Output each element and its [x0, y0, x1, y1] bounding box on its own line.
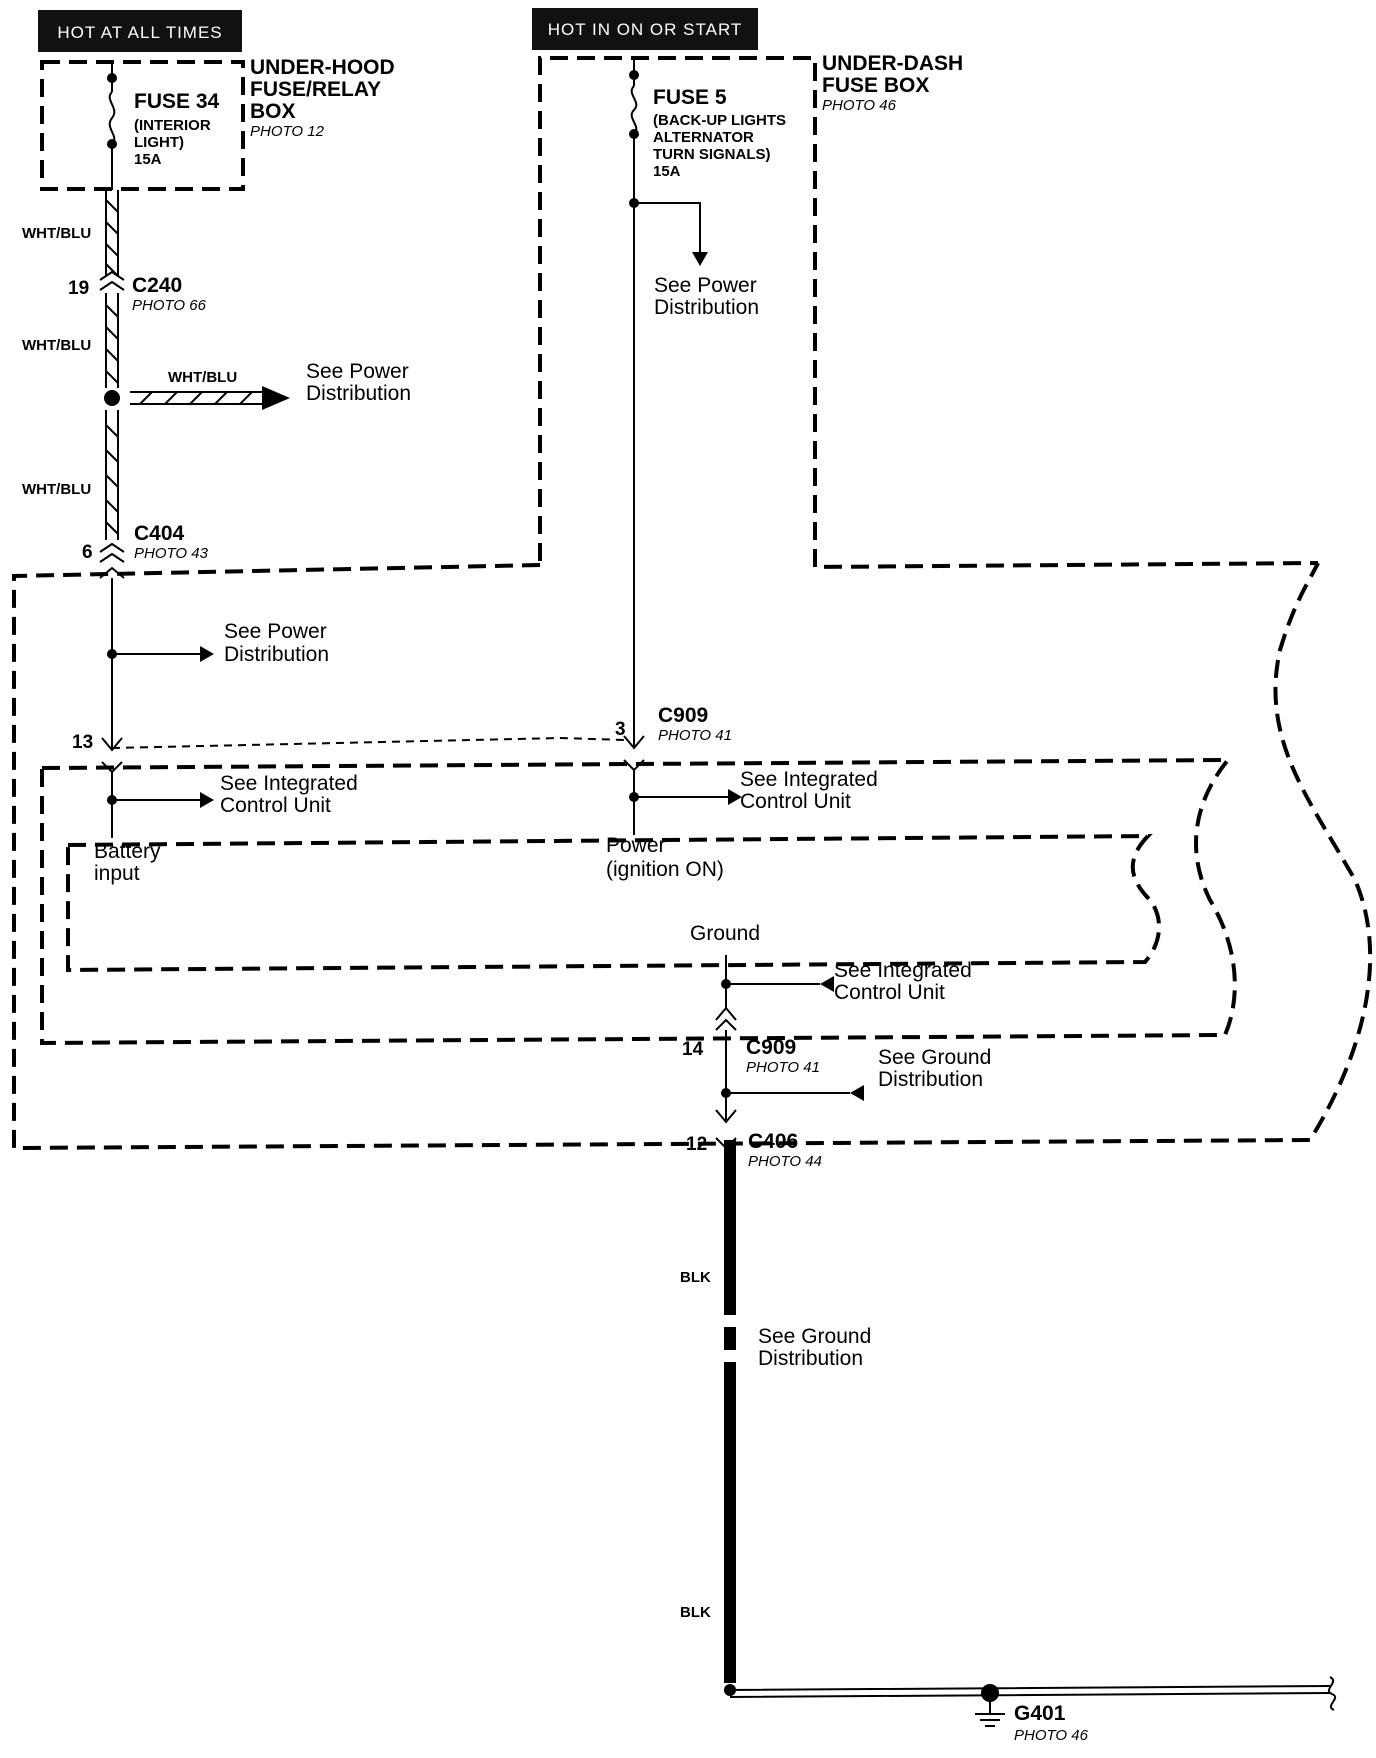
underhood-title-3: BOX: [250, 100, 296, 123]
c240-connector-symbol: [99, 270, 125, 291]
ground-bus: [729, 1685, 1331, 1698]
ref-icu-2-l2: Control Unit: [740, 790, 851, 813]
ref-power-dist-2-l1: See Power: [224, 620, 327, 643]
c909-top-name: C909: [658, 704, 708, 727]
arrow-to-icu-2: [728, 789, 742, 805]
ref-icu-1-l2: Control Unit: [220, 794, 331, 817]
wht-blu-wire-1: [105, 190, 119, 277]
c240-name: C240: [132, 274, 182, 297]
ref-ground-dist-1-l2: Distribution: [878, 1068, 983, 1091]
c404-name: C404: [134, 522, 185, 545]
icu-power-l1: Power: [606, 834, 666, 857]
fuse34-desc-2: LIGHT): [134, 134, 184, 151]
wht-blu-branch-wire: [130, 391, 262, 405]
wire-label-wht-blu-2: WHT/BLU: [22, 337, 91, 354]
g401-name: G401: [1014, 1702, 1066, 1725]
fuse5-desc-1: (BACK-UP LIGHTS: [653, 112, 786, 129]
c909-pin-13: 13: [72, 732, 93, 753]
fuse5-name: FUSE 5: [653, 86, 727, 109]
ground-bus-break: [1327, 1676, 1337, 1711]
wht-blu-wire-2: [105, 293, 119, 388]
ref-ground-dist-2-l1: See Ground: [758, 1325, 871, 1348]
g401-photo: PHOTO 46: [1014, 1727, 1089, 1744]
ref-icu-2-l1: See Integrated: [740, 768, 878, 791]
arrow-from-icu-ground: [820, 976, 834, 992]
underhood-title-2: FUSE/RELAY: [250, 78, 381, 101]
underdash-fuse-box-outline-lower: [12, 562, 1373, 1151]
c406-arrow: [715, 1109, 737, 1124]
wht-blu-wire-3: [105, 410, 119, 540]
c909-connector-link: [111, 736, 626, 749]
c406-pin: 12: [686, 1134, 707, 1155]
wire-label-wht-blu-3: WHT/BLU: [168, 369, 237, 386]
fuse34-symbol: [108, 91, 116, 145]
arrow-to-power-distribution-1: [262, 386, 290, 410]
c404-connector-symbol: [99, 542, 125, 563]
icu-power-l2: (ignition ON): [606, 858, 724, 881]
fuse34-desc-1: (INTERIOR: [134, 117, 211, 134]
ref-power-dist-3-l2: Distribution: [654, 296, 759, 319]
header-hot-in-on-or-start: HOT IN ON OR START: [532, 8, 758, 50]
ref-power-dist-2-l2: Distribution: [224, 643, 329, 666]
c909-bottom-photo: PHOTO 41: [746, 1059, 820, 1076]
ref-ground-dist-2-l2: Distribution: [758, 1347, 863, 1370]
header-hot-at-all-times: HOT AT ALL TIMES: [38, 10, 242, 52]
c909-pin14-connector: [715, 1006, 737, 1021]
ref-icu-3-l2: Control Unit: [834, 981, 945, 1004]
c406-name: C406: [748, 1130, 798, 1153]
underdash-title-1: UNDER-DASH: [822, 52, 963, 75]
c404-photo: PHOTO 43: [134, 545, 209, 562]
c406-photo: PHOTO 44: [748, 1153, 822, 1170]
fuse34-name: FUSE 34: [134, 90, 220, 113]
arrow-from-ground-distribution: [850, 1085, 864, 1101]
underdash-title-2: FUSE BOX: [822, 74, 929, 97]
integrated-control-unit-outline: [40, 757, 1237, 1046]
c404-female-symbol: [99, 566, 125, 579]
c404-pin: 6: [82, 542, 93, 563]
splice-point-wht-blu: [104, 390, 120, 406]
arrow-to-power-distribution-2: [200, 646, 214, 662]
wire-label-wht-blu-4: WHT/BLU: [22, 481, 91, 498]
fuse34-rating: 15A: [134, 151, 162, 168]
c240-pin: 19: [68, 278, 89, 299]
icu-battery-input-l1: Battery: [94, 840, 161, 863]
ref-power-dist-3-l1: See Power: [654, 274, 757, 297]
c909-pin3-arrow: [623, 735, 645, 750]
fuse5-desc-2: ALTERNATOR: [653, 129, 754, 146]
ref-icu-3-l1: See Integrated: [834, 959, 972, 982]
ref-power-dist-1-l1: See Power: [306, 360, 409, 383]
g401-ground-symbol: [975, 1684, 1005, 1727]
header-hot-in-on-or-start-label: HOT IN ON OR START: [548, 20, 743, 39]
arrow-to-power-distribution-3: [692, 252, 708, 266]
c240-photo: PHOTO 66: [132, 297, 207, 314]
fuse5-rating: 15A: [653, 163, 681, 180]
icu-ground: Ground: [690, 922, 760, 945]
fuse34-terminal-top: [107, 73, 117, 83]
underdash-photo: PHOTO 46: [822, 97, 897, 114]
underhood-photo: PHOTO 12: [250, 123, 325, 140]
fuse5-symbol: [630, 85, 638, 135]
c909-top-photo: PHOTO 41: [658, 727, 732, 744]
c909-pin-14: 14: [682, 1039, 704, 1060]
wire-label-blk-2: BLK: [680, 1604, 711, 1621]
ref-power-dist-1-l2: Distribution: [306, 382, 411, 405]
arrow-to-icu-1: [200, 792, 214, 808]
header-hot-at-all-times-label: HOT AT ALL TIMES: [57, 23, 222, 42]
fuse5-terminal-top: [629, 70, 639, 80]
fuse5-desc-3: TURN SIGNALS): [653, 146, 771, 163]
wire-label-wht-blu-1: WHT/BLU: [22, 225, 91, 242]
ref-icu-1-l1: See Integrated: [220, 772, 358, 795]
c909-pin13-arrow: [101, 737, 123, 752]
wire-label-blk-1: BLK: [680, 1269, 711, 1286]
ref-ground-dist-1-l1: See Ground: [878, 1046, 991, 1069]
underdash-fuse-box-outline-upper: [538, 56, 1319, 570]
underhood-title-1: UNDER-HOOD: [250, 56, 395, 79]
c909-pin-3: 3: [615, 719, 626, 740]
icu-battery-input-l2: input: [94, 862, 140, 885]
c909-bottom-name: C909: [746, 1036, 796, 1059]
